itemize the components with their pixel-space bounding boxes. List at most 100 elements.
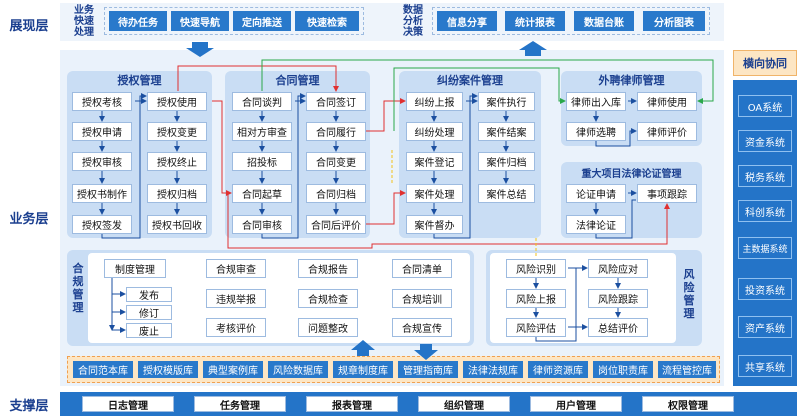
support-item[interactable]: 任务管理 <box>194 396 286 412</box>
major-item[interactable]: 事项跟踪 <box>637 184 697 203</box>
system-investment[interactable]: 投资系统 <box>738 278 792 300</box>
auth-item[interactable]: 授权终止 <box>147 152 207 171</box>
auth-item[interactable]: 授权审核 <box>72 152 132 171</box>
library-item[interactable]: 风险数据库 <box>268 361 328 378</box>
system-innovation[interactable]: 科创系统 <box>738 200 792 222</box>
library-item[interactable]: 律师资源库 <box>528 361 588 378</box>
display-right-label: 数据 分析 决策 <box>403 5 423 38</box>
quick-nav[interactable]: 快速导航 <box>171 11 229 31</box>
auth-item[interactable]: 授权申请 <box>72 122 132 141</box>
risk-item[interactable]: 总结评价 <box>588 318 648 337</box>
major-item[interactable]: 法律论证 <box>566 215 626 234</box>
contract-item[interactable]: 合同起草 <box>232 184 292 203</box>
system-sub[interactable]: 发布 <box>126 287 172 302</box>
library-item[interactable]: 法律法规库 <box>463 361 523 378</box>
contract-item[interactable]: 合同履行 <box>306 122 366 141</box>
dispute-item[interactable]: 案件总结 <box>478 184 535 203</box>
risk-item[interactable]: 风险上报 <box>506 289 566 308</box>
auth-item[interactable]: 授权使用 <box>147 92 207 111</box>
support-item[interactable]: 组织管理 <box>418 396 510 412</box>
lawyer-item[interactable]: 律师出入库 <box>566 92 626 111</box>
compliance-item[interactable]: 合同清单 <box>392 259 452 278</box>
dispute-title: 纠纷案件管理 <box>437 74 503 87</box>
contract-item[interactable]: 合同签订 <box>306 92 366 111</box>
dispute-item[interactable]: 案件处理 <box>406 184 463 203</box>
auth-item[interactable]: 授权变更 <box>147 122 207 141</box>
compliance-item[interactable]: 合规检查 <box>298 289 358 308</box>
risk-item[interactable]: 风险识别 <box>506 259 566 278</box>
system-master-data[interactable]: 主数据系统 <box>738 237 792 259</box>
system-asset[interactable]: 资产系统 <box>738 316 792 338</box>
auth-item[interactable]: 授权考核 <box>72 92 132 111</box>
dispute-item[interactable]: 纠纷处理 <box>406 122 463 141</box>
dispute-item[interactable]: 案件登记 <box>406 152 463 171</box>
library-item[interactable]: 规章制度库 <box>333 361 393 378</box>
layer-label-display: 展现层 <box>9 18 49 34</box>
risk-item[interactable]: 风险跟踪 <box>588 289 648 308</box>
support-item[interactable]: 权限管理 <box>642 396 734 412</box>
data-ledger[interactable]: 数据台账 <box>574 11 634 31</box>
library-item[interactable]: 管理指南库 <box>398 361 458 378</box>
horizontal-title: 横向协同 <box>733 50 797 76</box>
compliance-item[interactable]: 合规审查 <box>206 259 266 278</box>
contract-item[interactable]: 招投标 <box>232 152 292 171</box>
compliance-item[interactable]: 问题整改 <box>298 318 358 337</box>
risk-title-text: 风险管理 <box>683 268 695 320</box>
risk-item[interactable]: 风险评估 <box>506 318 566 337</box>
quick-todo[interactable]: 待办任务 <box>109 11 167 31</box>
horizontal-panel <box>733 80 797 386</box>
auth-item[interactable]: 授权归档 <box>147 184 207 203</box>
system-sub[interactable]: 修订 <box>126 305 172 320</box>
auth-item[interactable]: 授权签发 <box>72 215 132 234</box>
lawyer-item[interactable]: 律师使用 <box>637 92 697 111</box>
dispute-item[interactable]: 案件结案 <box>478 122 535 141</box>
major-item[interactable]: 论证申请 <box>566 184 626 203</box>
quick-push[interactable]: 定向推送 <box>233 11 291 31</box>
support-item[interactable]: 日志管理 <box>82 396 174 412</box>
auth-item[interactable]: 授权书制作 <box>72 184 132 203</box>
contract-title: 合同管理 <box>275 74 320 87</box>
risk-item[interactable]: 风险应对 <box>588 259 648 278</box>
display-left-label: 业务 快速 处理 <box>74 5 94 38</box>
dispute-item[interactable]: 案件执行 <box>478 92 535 111</box>
compliance-item[interactable]: 考核评价 <box>206 318 266 337</box>
contract-item[interactable]: 合同谈判 <box>232 92 292 111</box>
dispute-item[interactable]: 案件归档 <box>478 152 535 171</box>
compliance-title-text: 合规管理 <box>72 262 84 314</box>
quick-search[interactable]: 快速检索 <box>295 11 359 31</box>
compliance-item[interactable]: 违规举报 <box>206 289 266 308</box>
stat-report[interactable]: 统计报表 <box>505 11 565 31</box>
system-fund[interactable]: 资金系统 <box>738 130 792 152</box>
dispute-item[interactable]: 案件督办 <box>406 215 463 234</box>
lawyer-item[interactable]: 律师评价 <box>637 122 697 141</box>
library-item[interactable]: 典型案例库 <box>203 361 263 378</box>
display-left-group <box>104 7 364 35</box>
dispute-item[interactable]: 纠纷上报 <box>406 92 463 111</box>
compliance-item[interactable]: 合规报告 <box>298 259 358 278</box>
system-oa[interactable]: OA系统 <box>738 95 792 117</box>
auth-title: 授权管理 <box>117 74 162 87</box>
layer-label-support: 支撑层 <box>9 398 49 414</box>
library-item[interactable]: 合同范本库 <box>73 361 133 378</box>
major-title: 重大项目法律论证管理 <box>581 168 682 180</box>
system-tax[interactable]: 税务系统 <box>738 165 792 187</box>
contract-item[interactable]: 合同审核 <box>232 215 292 234</box>
contract-item[interactable]: 相对方审查 <box>232 122 292 141</box>
info-share[interactable]: 信息分享 <box>437 11 497 31</box>
compliance-item[interactable]: 合规培训 <box>392 289 452 308</box>
library-item[interactable]: 授权模版库 <box>138 361 198 378</box>
support-item[interactable]: 报表管理 <box>306 396 398 412</box>
library-item[interactable]: 流程管控库 <box>658 361 716 378</box>
contract-item[interactable]: 合同后评价 <box>306 215 366 234</box>
analysis-chart[interactable]: 分析图表 <box>643 11 705 31</box>
system-share[interactable]: 共享系统 <box>738 355 792 377</box>
contract-item[interactable]: 合同变更 <box>306 152 366 171</box>
system-manage[interactable]: 制度管理 <box>104 259 166 278</box>
system-sub[interactable]: 废止 <box>126 323 172 338</box>
support-item[interactable]: 用户管理 <box>530 396 622 412</box>
lawyer-item[interactable]: 律师选聘 <box>566 122 626 141</box>
auth-item[interactable]: 授权书回收 <box>147 215 207 234</box>
compliance-item[interactable]: 合规宣传 <box>392 318 452 337</box>
library-item[interactable]: 岗位职责库 <box>593 361 653 378</box>
contract-item[interactable]: 合同归档 <box>306 184 366 203</box>
